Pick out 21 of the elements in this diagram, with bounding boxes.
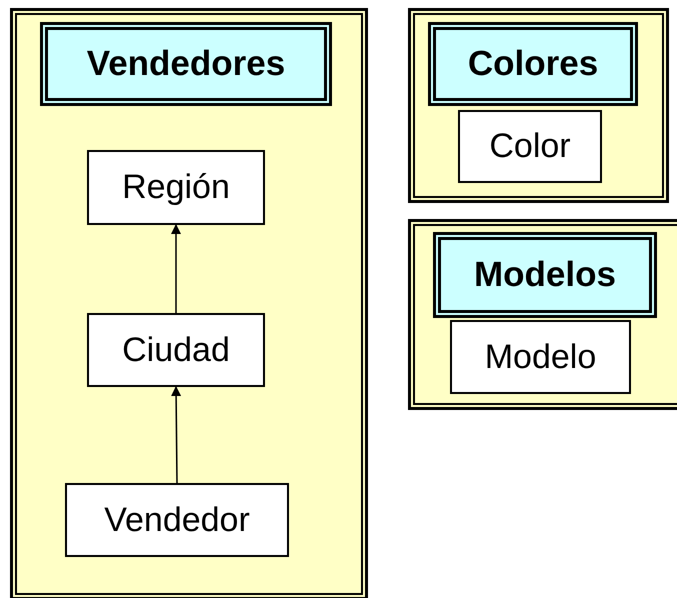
attribute-box [450, 320, 631, 394]
arrow [171, 386, 182, 483]
dimension-box [408, 219, 677, 410]
attribute-name: Modelo [484, 338, 596, 376]
attribute-name: Región [122, 168, 230, 207]
dimension-box [10, 8, 368, 598]
attribute-box [458, 110, 602, 183]
dimension-heading-box [433, 232, 657, 318]
attribute-box [65, 483, 289, 557]
dimension-heading-box [40, 22, 332, 106]
attribute-box [87, 150, 265, 225]
attribute-name: Ciudad [122, 330, 230, 370]
attribute-name: Vendedor [104, 500, 250, 540]
dimension-heading-box [428, 22, 638, 106]
dimension-name: Vendedores [86, 44, 286, 84]
attribute-name: Color [489, 127, 571, 166]
dimension-box [408, 8, 669, 203]
arrow [171, 224, 181, 313]
dimension-name: Modelos [474, 255, 616, 295]
dimension-name: Colores [468, 44, 598, 84]
attribute-box [87, 313, 265, 387]
